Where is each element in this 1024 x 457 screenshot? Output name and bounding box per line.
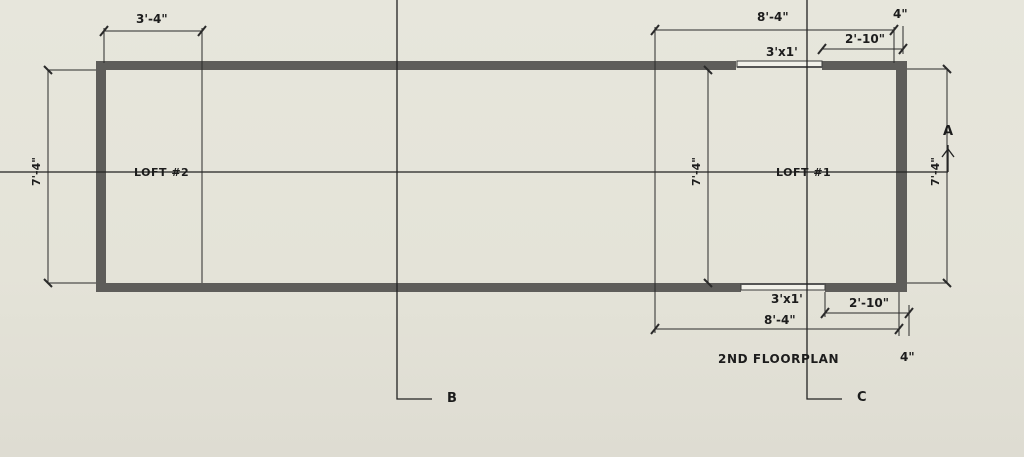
section-lines — [0, 0, 955, 400]
dim-top-left-width: 3'-4" — [136, 12, 168, 26]
dim-top-right-wall: 4" — [893, 7, 908, 21]
dim-bottom-window-size: 3'x1' — [771, 292, 803, 306]
section-marker-b: B — [447, 391, 457, 406]
dim-top-window-size: 3'x1' — [766, 45, 798, 59]
section-marker-a: A — [943, 124, 954, 139]
exterior-walls — [96, 61, 907, 292]
section-marker-c: C — [857, 390, 867, 405]
dim-bottom-right-wall: 4" — [900, 350, 915, 364]
dim-top-right-overall: 8'-4" — [757, 10, 789, 24]
dimension-lines — [43, 24, 952, 336]
drawing-title: 2ND FLOORPLAN — [718, 352, 840, 366]
dim-bottom-window-offset: 2'-10" — [849, 296, 889, 310]
dim-top-window-offset: 2'-10" — [845, 32, 885, 46]
dim-right-height: 7'-4" — [928, 157, 942, 186]
dim-left-height: 7'-4" — [29, 157, 43, 186]
dim-bottom-right-overall: 8'-4" — [764, 313, 796, 327]
windows — [736, 60, 826, 291]
room-label-loft-1: LOFT #1 — [776, 166, 832, 179]
room-label-loft-2: LOFT #2 — [134, 166, 190, 179]
dim-inner-height: 7'-4" — [689, 157, 703, 186]
